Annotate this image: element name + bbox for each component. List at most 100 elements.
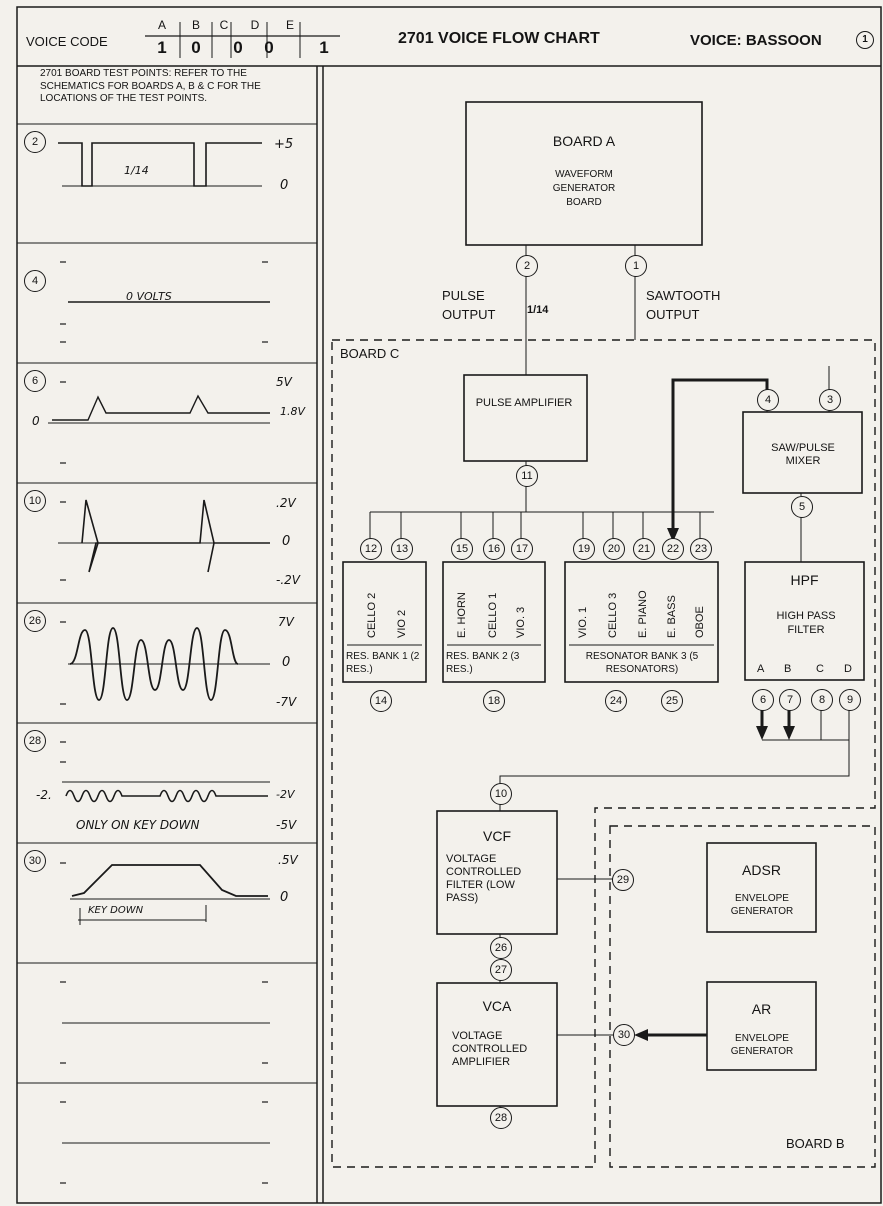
res-bank-2-label: RES. BANK 2 (3 RES.) xyxy=(446,651,520,675)
scope-point-28: 28 xyxy=(24,730,46,752)
scope-6-top: 5V xyxy=(276,375,292,389)
pulse-output-label: PULSE OUTPUT xyxy=(442,288,496,322)
scope-point-26: 26 xyxy=(24,610,46,632)
scope-10-mid: 0 xyxy=(282,534,291,549)
board-b-label: BOARD B xyxy=(786,1136,845,1151)
scope-26-top: 7V xyxy=(278,615,294,629)
test-point-11: 11 xyxy=(516,465,538,487)
test-point-2: 2 xyxy=(516,255,538,277)
test-point-7: 7 xyxy=(779,689,801,711)
scope-point-6: 6 xyxy=(24,370,46,392)
vca-desc: VOLTAGE CONTROLLED AMPLIFIER xyxy=(452,1030,528,1068)
res3-item-ebass: E. BASS xyxy=(666,595,678,638)
code-letter-c: C xyxy=(219,18,229,32)
voice-name: VOICE: BASSOON xyxy=(690,32,822,49)
ar-title: AR xyxy=(751,1001,772,1017)
test-point-28: 28 xyxy=(490,1107,512,1129)
code-letter-a: A xyxy=(157,18,166,32)
test-point-6: 6 xyxy=(752,689,774,711)
code-letter-b: B xyxy=(191,18,200,32)
hpf-desc: HIGH PASS FILTER xyxy=(776,610,836,636)
res-bank-3-label: RESONATOR BANK 3 (5 RESONATORS) xyxy=(585,651,699,675)
code-value-b: 0 xyxy=(191,38,201,57)
test-point-14: 14 xyxy=(370,690,392,712)
test-point-9: 9 xyxy=(839,689,861,711)
board-a-desc: WAVEFORM GENERATOR BOARD xyxy=(552,169,616,208)
board-a-title: BOARD A xyxy=(552,133,616,149)
scope-6-bottom: 0 xyxy=(32,414,40,428)
scope-2-annotation: 1/14 xyxy=(124,164,149,177)
res2-item-cello1: CELLO 1 xyxy=(487,592,499,638)
scope-2-bottom: 0 xyxy=(280,178,289,193)
test-point-19: 19 xyxy=(573,538,595,560)
hpf-tap-d: D xyxy=(844,663,852,675)
res3-item-epiano: E. PIANO xyxy=(637,590,649,638)
code-value-c: 0 xyxy=(233,38,243,57)
sawtooth-output-label: SAWTOOTH OUTPUT xyxy=(646,288,721,322)
scope-6-mid: 1.8V xyxy=(280,405,306,418)
scope-point-30: 30 xyxy=(24,850,46,872)
scope-point-2: 2 xyxy=(24,131,46,153)
test-point-23: 23 xyxy=(690,538,712,560)
test-points-note: 2701 BOARD TEST POINTS: REFER TO THE SCH… xyxy=(40,68,261,104)
code-value-d: 0 xyxy=(264,38,274,57)
test-point-20: 20 xyxy=(603,538,625,560)
res1-item-vio2: VIO 2 xyxy=(396,609,408,638)
adsr-desc: ENVELOPE GENERATOR xyxy=(730,893,794,917)
res2-item-vio3: VIO. 3 xyxy=(515,606,527,638)
scope-30-top: .5V xyxy=(278,853,298,867)
scope-point-10: 10 xyxy=(24,490,46,512)
hpf-tap-a: A xyxy=(757,663,765,675)
scope-10-top: .2V xyxy=(276,496,296,510)
res3-item-cello3: CELLO 3 xyxy=(607,592,619,638)
test-point-30: 30 xyxy=(613,1024,635,1046)
test-point-18: 18 xyxy=(483,690,505,712)
scope-28-left: -2. xyxy=(36,788,52,802)
scope-30-annotation: KEY DOWN xyxy=(88,905,144,916)
vcf-desc: VOLTAGE CONTROLLED FILTER (LOW PASS) xyxy=(446,853,522,904)
test-point-21: 21 xyxy=(633,538,655,560)
test-point-10: 10 xyxy=(490,783,512,805)
test-point-22: 22 xyxy=(662,538,684,560)
saw-pulse-mixer-label: SAW/PULSE MIXER xyxy=(771,442,835,467)
pulse-ratio: 1/14 xyxy=(527,304,549,316)
scope-point-4: 4 xyxy=(24,270,46,292)
code-letter-e: E xyxy=(285,18,294,32)
voice-number-badge: 1 xyxy=(856,31,874,49)
vcf-title: VCF xyxy=(483,828,511,844)
scope-30-bottom: 0 xyxy=(280,890,289,905)
scope-26-mid: 0 xyxy=(282,655,291,670)
code-value-e: 1 xyxy=(319,38,329,57)
scope-4-annotation: 0 VOLTS xyxy=(126,290,172,303)
code-letter-d: D xyxy=(250,18,260,32)
test-point-25: 25 xyxy=(661,690,683,712)
pulse-amplifier-label: PULSE AMPLIFIER xyxy=(475,397,573,409)
test-point-15: 15 xyxy=(451,538,473,560)
test-point-29: 29 xyxy=(612,869,634,891)
code-value-a: 1 xyxy=(157,38,167,57)
vca-title: VCA xyxy=(482,998,512,1014)
scope-2-top: +5 xyxy=(274,137,294,152)
hpf-tap-b: B xyxy=(784,663,792,675)
test-point-8: 8 xyxy=(811,689,833,711)
scope-10-bottom: -.2V xyxy=(276,573,300,587)
scope-28-top: -2V xyxy=(276,788,295,801)
test-point-12: 12 xyxy=(360,538,382,560)
adsr-title: ADSR xyxy=(742,862,781,878)
test-point-4: 4 xyxy=(757,389,779,411)
scope-26-bottom: -7V xyxy=(276,695,297,709)
test-point-5: 5 xyxy=(791,496,813,518)
hpf-tap-c: C xyxy=(816,663,824,675)
scope-28-bottom: -5V xyxy=(276,818,297,832)
voice-code-label: VOICE CODE xyxy=(26,34,108,49)
test-point-26: 26 xyxy=(490,937,512,959)
res3-item-oboe: OBOE xyxy=(694,606,706,638)
hpf-title: HPF xyxy=(790,572,819,588)
test-point-24: 24 xyxy=(605,690,627,712)
ar-desc: ENVELOPE GENERATOR xyxy=(730,1033,794,1057)
res2-item-ehorn: E. HORN xyxy=(456,592,468,638)
scope-28-annotation: ONLY ON KEY DOWN xyxy=(76,818,200,832)
res-bank-1-label: RES. BANK 1 (2 RES.) xyxy=(346,651,420,675)
test-point-3: 3 xyxy=(819,389,841,411)
